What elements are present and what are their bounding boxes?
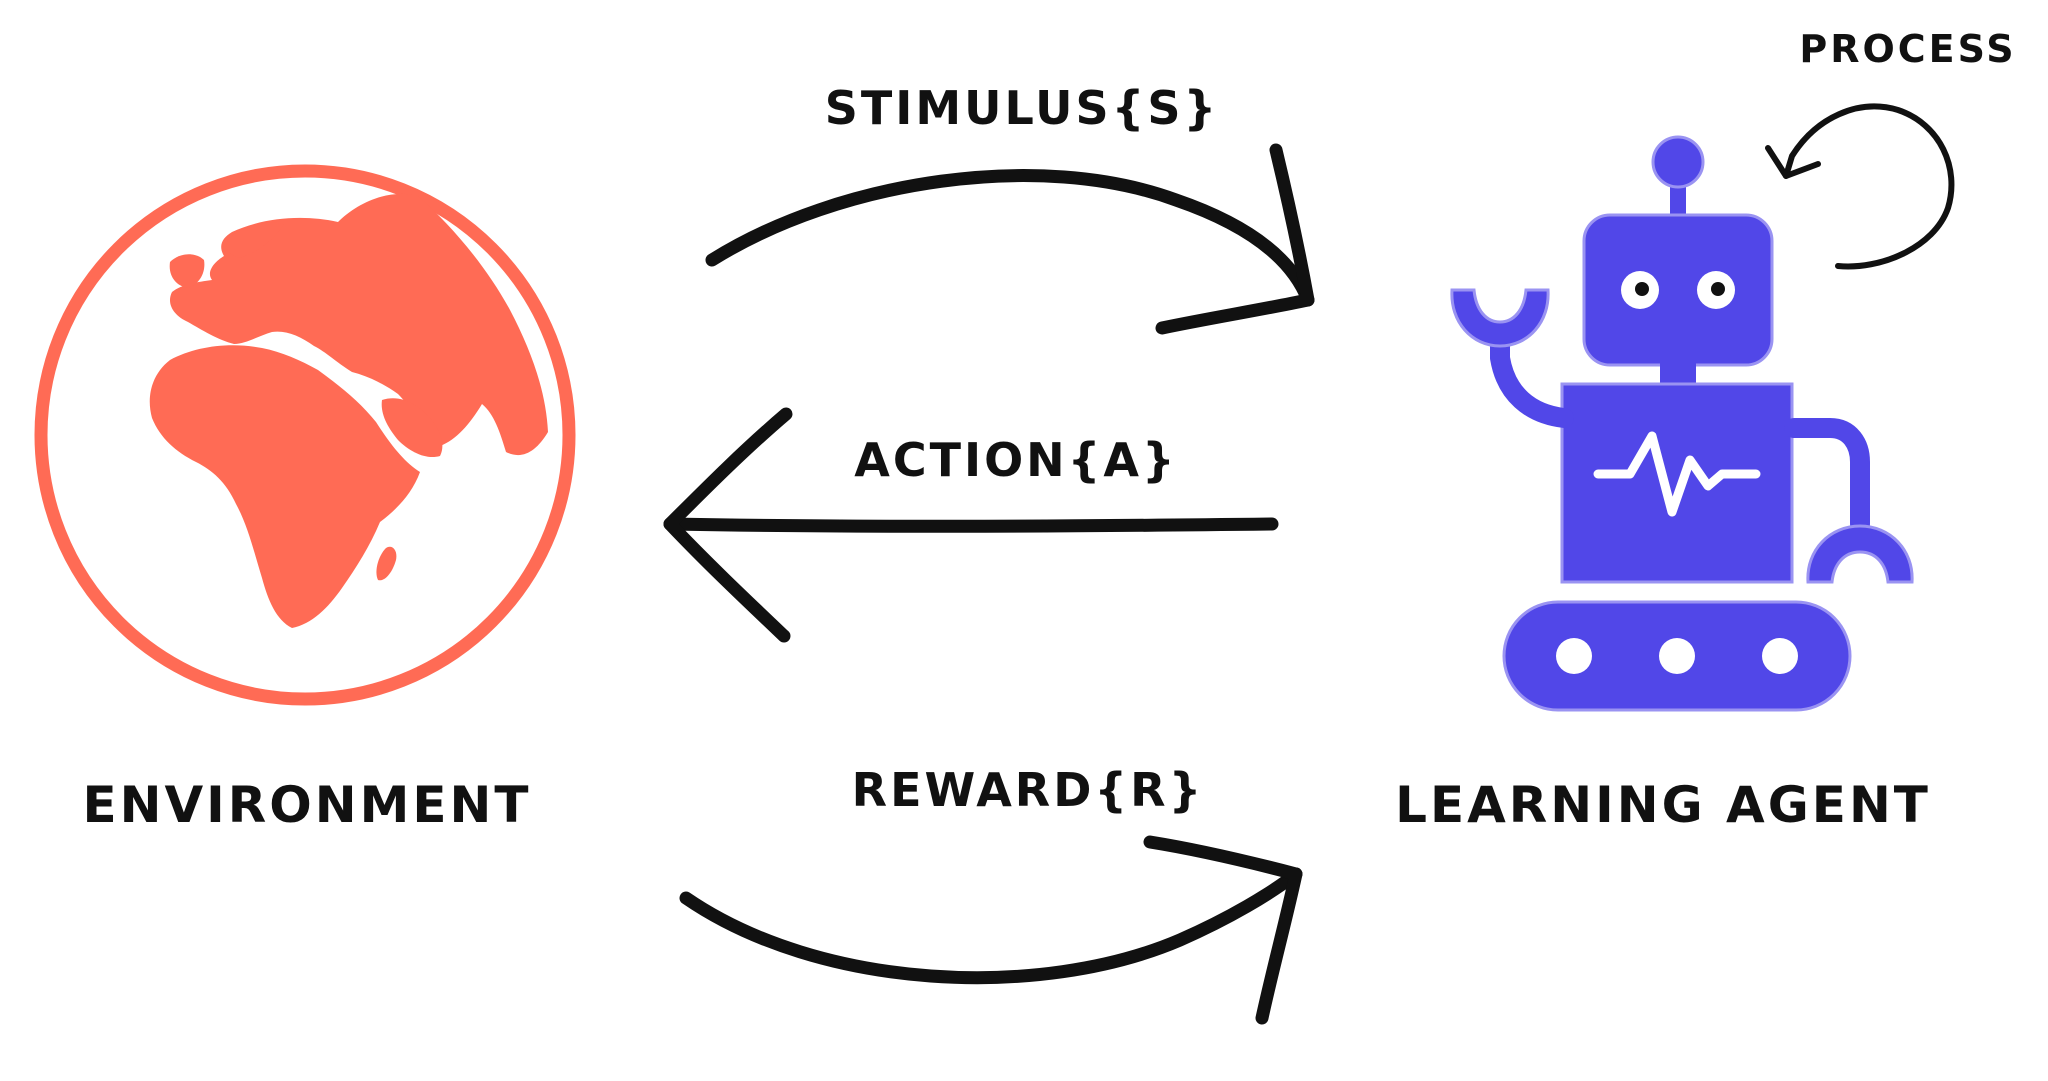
robot-right-claw — [1806, 524, 1914, 584]
stimulus-label: STIMULUS{S} — [825, 81, 1220, 135]
robot-icon — [1450, 135, 1914, 712]
robot-eyes — [1621, 271, 1735, 309]
action-arrow — [663, 407, 1279, 643]
globe-british-isles — [169, 254, 205, 288]
robot-neck — [1660, 362, 1696, 384]
globe-scandinavia — [226, 222, 284, 258]
robot-right-arm — [1784, 418, 1870, 534]
robot-head — [1582, 213, 1774, 367]
robot-left-arm — [1490, 328, 1574, 428]
robot-left-claw — [1450, 288, 1550, 348]
heartbeat-icon — [1593, 431, 1761, 517]
stimulus-arrow — [705, 143, 1315, 335]
robot-body — [1560, 382, 1794, 584]
action-label: ACTION{A} — [854, 433, 1178, 487]
globe-madagascar — [376, 546, 397, 581]
reward-arrow — [679, 835, 1303, 1025]
globe-outline — [34, 164, 576, 706]
reward-label: REWARD{R} — [852, 763, 1205, 817]
process-loop-arrow — [1765, 103, 1955, 270]
globe-arabia — [381, 398, 443, 458]
robot-wheels — [1556, 638, 1798, 674]
learning-agent-label: LEARNING AGENT — [1395, 776, 1931, 834]
globe-eurasia — [169, 193, 549, 456]
process-label: PROCESS — [1799, 27, 2016, 71]
robot-antenna-tip — [1651, 135, 1705, 189]
globe-africa — [149, 345, 420, 628]
globe-icon — [34, 164, 576, 706]
environment-label: ENVIRONMENT — [82, 776, 531, 834]
